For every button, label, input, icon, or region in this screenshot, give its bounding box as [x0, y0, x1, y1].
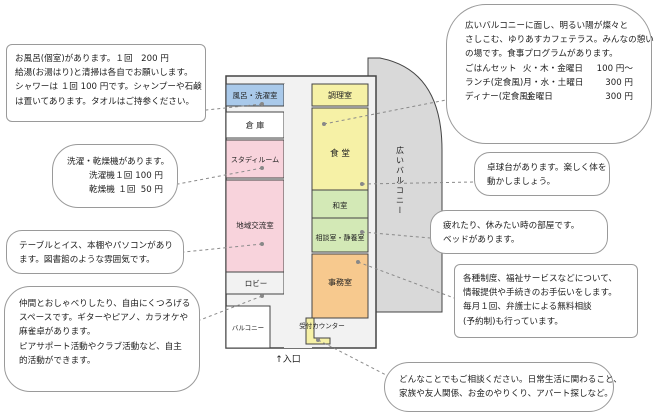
- fee-unit: １回: [118, 185, 136, 196]
- room-label-storage: 倉 庫: [246, 120, 265, 130]
- menu-days: 火・木・金曜日: [522, 63, 584, 74]
- room-label-reception: 受付カウンター: [299, 321, 345, 330]
- callout-study-line-1: テーブルとイス、本棚やパソコンがあり: [19, 241, 173, 251]
- menu-price: 300 円: [605, 77, 633, 88]
- callout-rest: 疲れたり、休みたい時の部屋です。 ベッドがあります。: [430, 210, 608, 254]
- balcony-wide-shape: [367, 57, 443, 313]
- fee-price: 100 円: [135, 171, 163, 182]
- callout-laundry-title: 洗濯・乾燥機があります。: [67, 157, 170, 167]
- callout-community-line-1: 仲間とおしゃべりしたり、自由にくつろげる: [19, 299, 191, 309]
- room-label-study: スタディルーム: [231, 155, 279, 164]
- callout-rest-line-1: 疲れたり、休みたい時の部屋です。: [443, 221, 580, 231]
- room-label-consult: 相談室・静養室: [316, 233, 365, 242]
- callout-office-line-1: 各種制度、福祉サービスなどについて、: [463, 274, 618, 284]
- callout-bath-line-2: 給湯(お湯はり)と清掃は各自でお願いします。: [15, 68, 193, 79]
- reception-counter-shape: [305, 317, 331, 345]
- fee-item: 洗濯機: [89, 171, 115, 182]
- menu-days: 金曜日: [527, 91, 553, 102]
- callout-reception: どんなことでもご相談ください。日常生活に関わること、 家族や友人関係、お金のやり…: [384, 362, 622, 412]
- room-label-office: 事務室: [328, 277, 352, 287]
- callout-cafe: 広いバルコニーに面し、明るい陽が燦々と さしこむ、ゆりあすカフェテラス。みんなの…: [446, 4, 654, 144]
- room-consult-shape: [311, 217, 369, 253]
- room-study-shape: [225, 139, 285, 179]
- fee-row: 洗濯機 １回 100 円: [67, 169, 163, 183]
- menu-row: ランチ(定食風) 月・水・土曜日 300 円: [465, 76, 633, 90]
- menu-days: 月・水・土曜日: [523, 77, 584, 88]
- callout-community-line-5: 的活動ができます。: [19, 355, 96, 366]
- callout-study: テーブルとイス、本棚やパソコンがあり ます。図書館のような雰囲気です。: [6, 230, 184, 274]
- menu-item: ディナー(定食風): [465, 91, 532, 102]
- callout-office-line-2: 情報提供や手続きのお手伝いをします。: [463, 288, 617, 299]
- fee-row: 乾燥機 １回 50 円: [67, 183, 163, 197]
- callout-cafe-line-2: さしこむ、ゆりあすカフェテラス。みんなの憩い: [465, 35, 654, 46]
- callout-reception-line-1: どんなことでもご相談ください。日常生活に関わること、: [399, 375, 622, 385]
- menu-item: ごはんセット: [465, 63, 517, 74]
- callout-community-line-2: スペースです。ギターやピアノ、カラオケや: [19, 313, 189, 324]
- menu-price: 100 円〜: [596, 63, 633, 74]
- room-balcony-small-shape: [225, 305, 271, 349]
- callout-community-line-3: 麻雀卓があります。: [19, 327, 96, 338]
- callout-community-line-4: ピアサポート活動やクラブ活動など、自主: [19, 341, 182, 352]
- callout-office-line-3: 毎月１回、弁護士による無料相談: [463, 302, 592, 313]
- room-office-shape: [311, 253, 369, 319]
- callout-cafe-line-1: 広いバルコニーに面し、明るい陽が燦々と: [465, 21, 629, 31]
- callout-bath: お風呂(個室)があります。１回 200 円 給湯(お湯はり)と清掃は各自でお願い…: [6, 44, 206, 122]
- menu-price: 300 円: [605, 91, 633, 102]
- callout-bath-line-4: は置いてあります。タオルはご持参ください。: [15, 96, 195, 107]
- fee-price: 50 円: [140, 185, 163, 196]
- callout-office: 各種制度、福祉サービスなどについて、 情報提供や手続きのお手伝いをします。 毎月…: [454, 264, 638, 338]
- callout-community: 仲間とおしゃべりしたり、自由にくつろげる スペースです。ギターやピアノ、カラオケ…: [4, 286, 200, 392]
- room-label-balcony-wide: 広いバルコニー: [396, 145, 405, 214]
- room-kitchen-shape: [311, 83, 369, 107]
- room-label-washitsu: 和室: [333, 200, 348, 210]
- room-label-community: 地域交流室: [236, 220, 274, 230]
- callout-office-line-4: (予約制)も行っています。: [463, 316, 563, 327]
- fee-item: 乾燥機: [89, 185, 115, 196]
- callout-laundry: 洗濯・乾燥機があります。 洗濯機 １回 100 円 乾燥機 １回 50 円: [52, 144, 178, 208]
- room-label-kitchen: 調理室: [328, 90, 352, 100]
- callout-bath-line-1: お風呂(個室)があります。１回 200 円: [15, 54, 169, 64]
- callout-pingpong-line-2: 動かしましょう。: [487, 177, 556, 188]
- room-dining-shape: [311, 107, 369, 191]
- menu-row: ディナー(定食風) 金曜日 300 円: [465, 90, 633, 104]
- room-label-dining: 食 堂: [330, 148, 350, 159]
- room-label-bath: 風呂・洗濯室: [233, 90, 278, 100]
- callout-pingpong: 卓球台があります。楽しく体を 動かしましょう。: [474, 152, 610, 196]
- menu-item: ランチ(定食風): [465, 77, 524, 88]
- callout-study-line-2: ます。図書館のような雰囲気です。: [19, 255, 155, 266]
- callout-pingpong-line-1: 卓球台があります。楽しく体を: [487, 163, 607, 173]
- callout-reception-line-2: 家族や友人関係、お金のやりくり、アパート探しなど。: [399, 389, 613, 400]
- room-label-lobby: ロビー: [245, 279, 268, 288]
- entrance-label: ↑入口: [275, 354, 301, 365]
- callout-bath-line-3: シャワーは １回 100 円です。シャンプーや石鹸: [15, 82, 202, 93]
- corridor-shape: [284, 84, 312, 348]
- callout-rest-line-2: ベッドがあります。: [443, 235, 520, 246]
- fee-unit: １回: [115, 171, 133, 182]
- menu-row: ごはんセット 火・木・金曜日 100 円〜: [465, 62, 633, 76]
- callout-cafe-line-3: の場です。食事プログラムがあります。: [465, 49, 618, 60]
- room-label-balcony-small: バルコニー: [232, 324, 264, 332]
